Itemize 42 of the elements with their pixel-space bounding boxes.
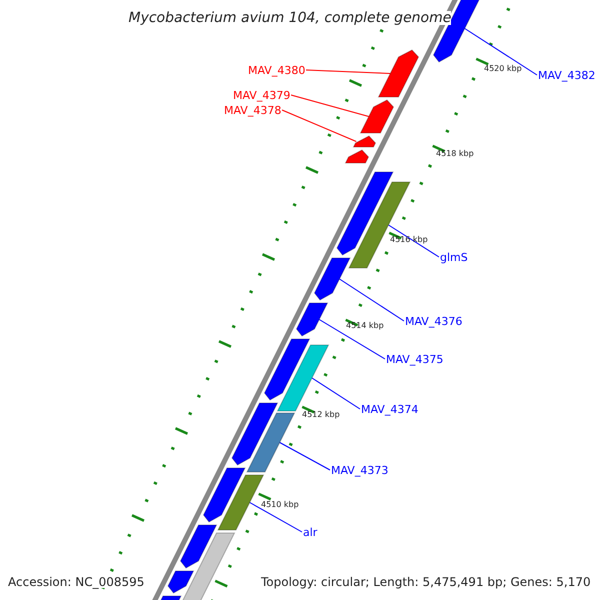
accession-text: Accession: NC_008595 — [8, 576, 144, 588]
gene-feature — [202, 468, 246, 523]
gene-label: MAV_4378 — [224, 104, 282, 116]
gene-feature — [314, 258, 351, 301]
gene-feature — [264, 338, 310, 401]
tick-label: 4518 kbp — [436, 150, 474, 158]
gene-feature — [276, 344, 330, 412]
leader-line — [279, 442, 330, 470]
gene-feature — [296, 302, 328, 337]
gene-feature — [348, 182, 411, 268]
gene-feature — [246, 412, 296, 472]
tick-label: 4516 kbp — [390, 236, 428, 244]
gene-feature — [378, 49, 420, 98]
genome-stats-text: Topology: circular; Length: 5,475,491 bp; Genes: 5,170 — [261, 576, 591, 588]
leader-line — [464, 28, 538, 76]
leader-line — [388, 224, 440, 258]
gene-feature — [344, 149, 370, 164]
tick-label: 4510 kbp — [261, 501, 299, 509]
leader-line — [282, 110, 357, 142]
gene-feature — [360, 99, 394, 134]
leader-line — [249, 502, 302, 532]
leader-line — [318, 319, 386, 360]
chart-title: Mycobacterium avium 104, complete genome — [128, 11, 452, 25]
tick-label: 4512 kbp — [302, 411, 340, 419]
gene-label: alr — [303, 526, 318, 538]
gene-label: MAV_4375 — [386, 354, 444, 364]
gene-label: MAV_4373 — [331, 464, 388, 476]
gene-label: MAV_4376 — [405, 316, 462, 326]
gene-feature — [352, 135, 376, 148]
gene-label: MAV_4380 — [248, 64, 306, 76]
leader-line — [312, 378, 360, 410]
leader-line — [290, 94, 370, 117]
gene-feature — [180, 524, 218, 569]
tick-label: 4514 kbp — [346, 322, 384, 330]
tick-label: 4520 kbp — [484, 65, 522, 73]
leader-line — [306, 70, 391, 74]
gene-label: glmS — [440, 252, 468, 262]
gene-label: MAV_4382 — [538, 70, 596, 80]
leader-line — [339, 278, 404, 322]
gene-label: MAV_4374 — [361, 404, 418, 414]
gene-feature — [231, 402, 278, 466]
gene-label: MAV_4379 — [233, 90, 290, 100]
